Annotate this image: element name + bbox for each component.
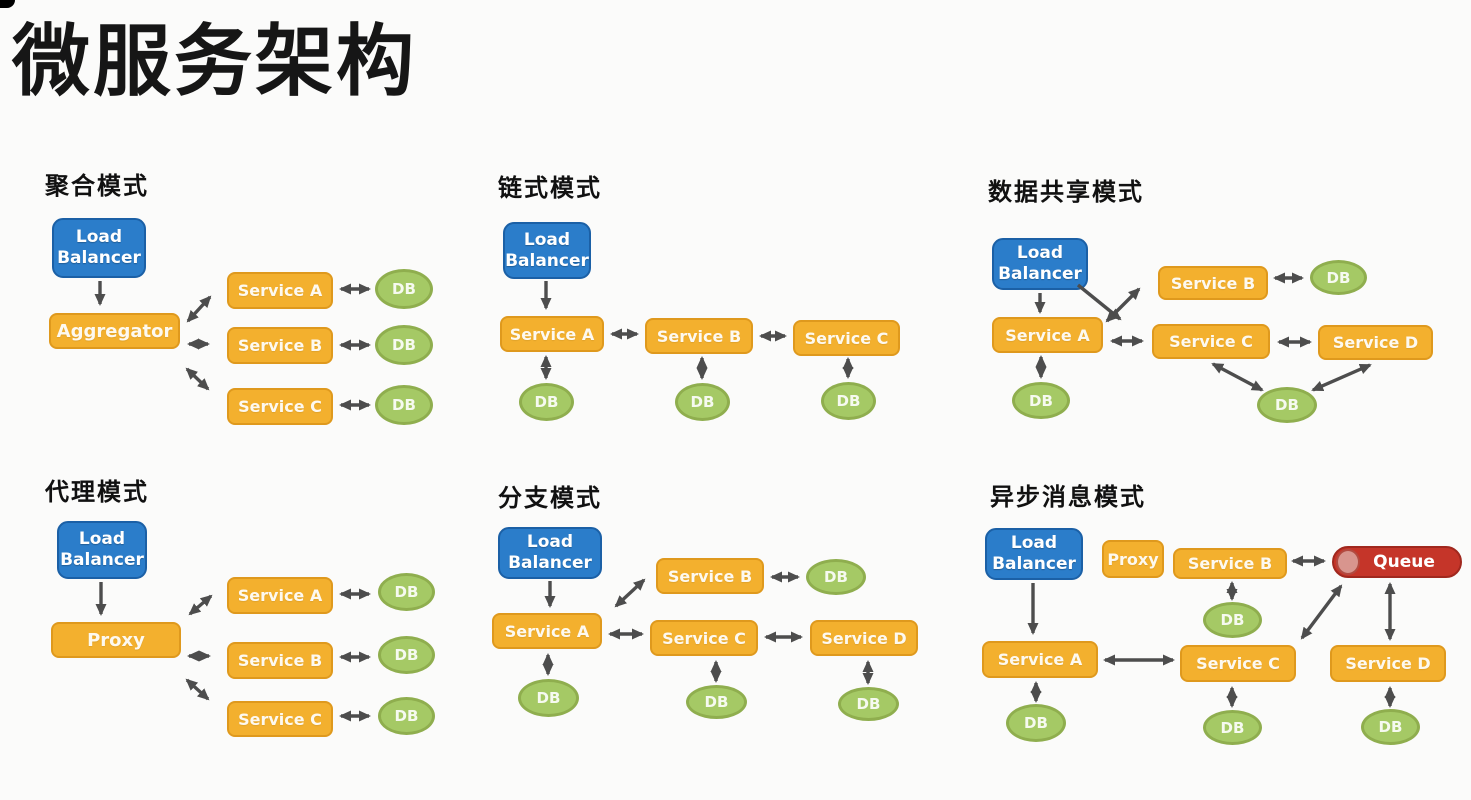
screen-corner-artifact [0,0,15,8]
aggregation-db-a: DB [375,269,433,309]
branch-db-a: DB [518,679,579,717]
async-service-c: Service C [1173,637,1296,682]
async-db-d: DB [1361,709,1420,745]
async-db-b: DB [1203,602,1262,638]
chain-load-balancer: Load Balancer [503,222,591,279]
async-db-c: DB [1203,710,1262,745]
aggregation-db-b: DB [375,325,433,365]
chain-service-b: Service B [638,310,753,354]
branch-service-b: Service B [649,550,764,594]
aggregation-aggregator: Aggregator [38,313,180,359]
chain-db-b: DB [675,383,730,421]
chain-db-c: DB [821,382,876,420]
arrow-proxy-service-a [188,594,213,616]
async-load-balancer: Load Balancer [985,528,1083,580]
async-service-d: Service D [1323,637,1446,682]
proxy-service-a: Service A [220,569,333,614]
data-sharing-service-c: Service C [1145,316,1270,359]
arrow-service-a-cross-service-b [1105,287,1141,323]
data-sharing-service-a: Service A [985,309,1103,353]
async-service-b: Service B [1166,540,1287,579]
data-sharing-db-shared: DB [1257,387,1317,423]
aggregation-service-b: Service B [220,319,333,364]
branch-db-d: DB [838,687,899,721]
proxy-proxy: Proxy [40,622,181,668]
data-sharing-service-d: Service D [1311,317,1433,360]
data-sharing-service-b: Service B [1151,258,1268,300]
arrow-aggregator-service-c [185,367,210,391]
arrow-aggregator-service-a [186,295,212,323]
arrow-queue-service-c [1300,584,1343,640]
proxy-service-c: Service C [220,693,333,737]
proxy-service-b: Service B [220,634,333,679]
branch-load-balancer: Load Balancer [498,527,602,579]
proxy-db-a: DB [378,573,435,611]
proxy-db-c: DB [378,697,435,735]
data-sharing-db-a: DB [1012,382,1070,419]
async-service-a: Service A [975,633,1098,678]
data-sharing-db-b: DB [1310,260,1367,295]
aggregation-service-a: Service A [220,264,333,309]
async-db-a: DB [1006,704,1066,742]
async-queue: Queue [1332,546,1462,578]
arrow-lb-cross-down [1076,283,1122,321]
aggregation-service-c: Service C [220,380,333,425]
branch-service-a: Service A [485,605,602,649]
branch-db-b: DB [806,559,866,595]
arrow-service-c-shared-db [1211,362,1264,392]
async-proxy: Proxy [1102,540,1164,578]
branch-service-c: Service C [643,612,758,656]
section-label-data-sharing: 数据共享模式 [988,178,1144,206]
branch-db-c: DB [686,685,747,719]
arrow-proxy-service-c [185,678,210,701]
proxy-db-b: DB [378,636,435,674]
section-label-proxy: 代理模式 [45,478,149,506]
section-label-chain: 链式模式 [498,174,602,202]
aggregation-db-c: DB [375,385,433,425]
section-label-branch: 分支模式 [498,484,602,512]
chain-db-a: DB [519,383,574,421]
chain-service-c: Service C [786,312,900,356]
proxy-load-balancer: Load Balancer [57,521,147,579]
section-label-aggregation: 聚合模式 [45,172,149,200]
branch-service-d: Service D [803,612,918,656]
page-title: 微服务架构 [12,17,418,107]
chain-service-a: Service A [493,308,604,352]
data-sharing-load-balancer: Load Balancer [992,238,1088,290]
aggregation-load-balancer: Load Balancer [52,218,146,278]
arrow-service-a-b [614,578,646,608]
section-label-async-message: 异步消息模式 [990,483,1146,511]
async-message-arrows [1027,555,1396,708]
arrow-service-d-shared-db [1311,363,1372,392]
